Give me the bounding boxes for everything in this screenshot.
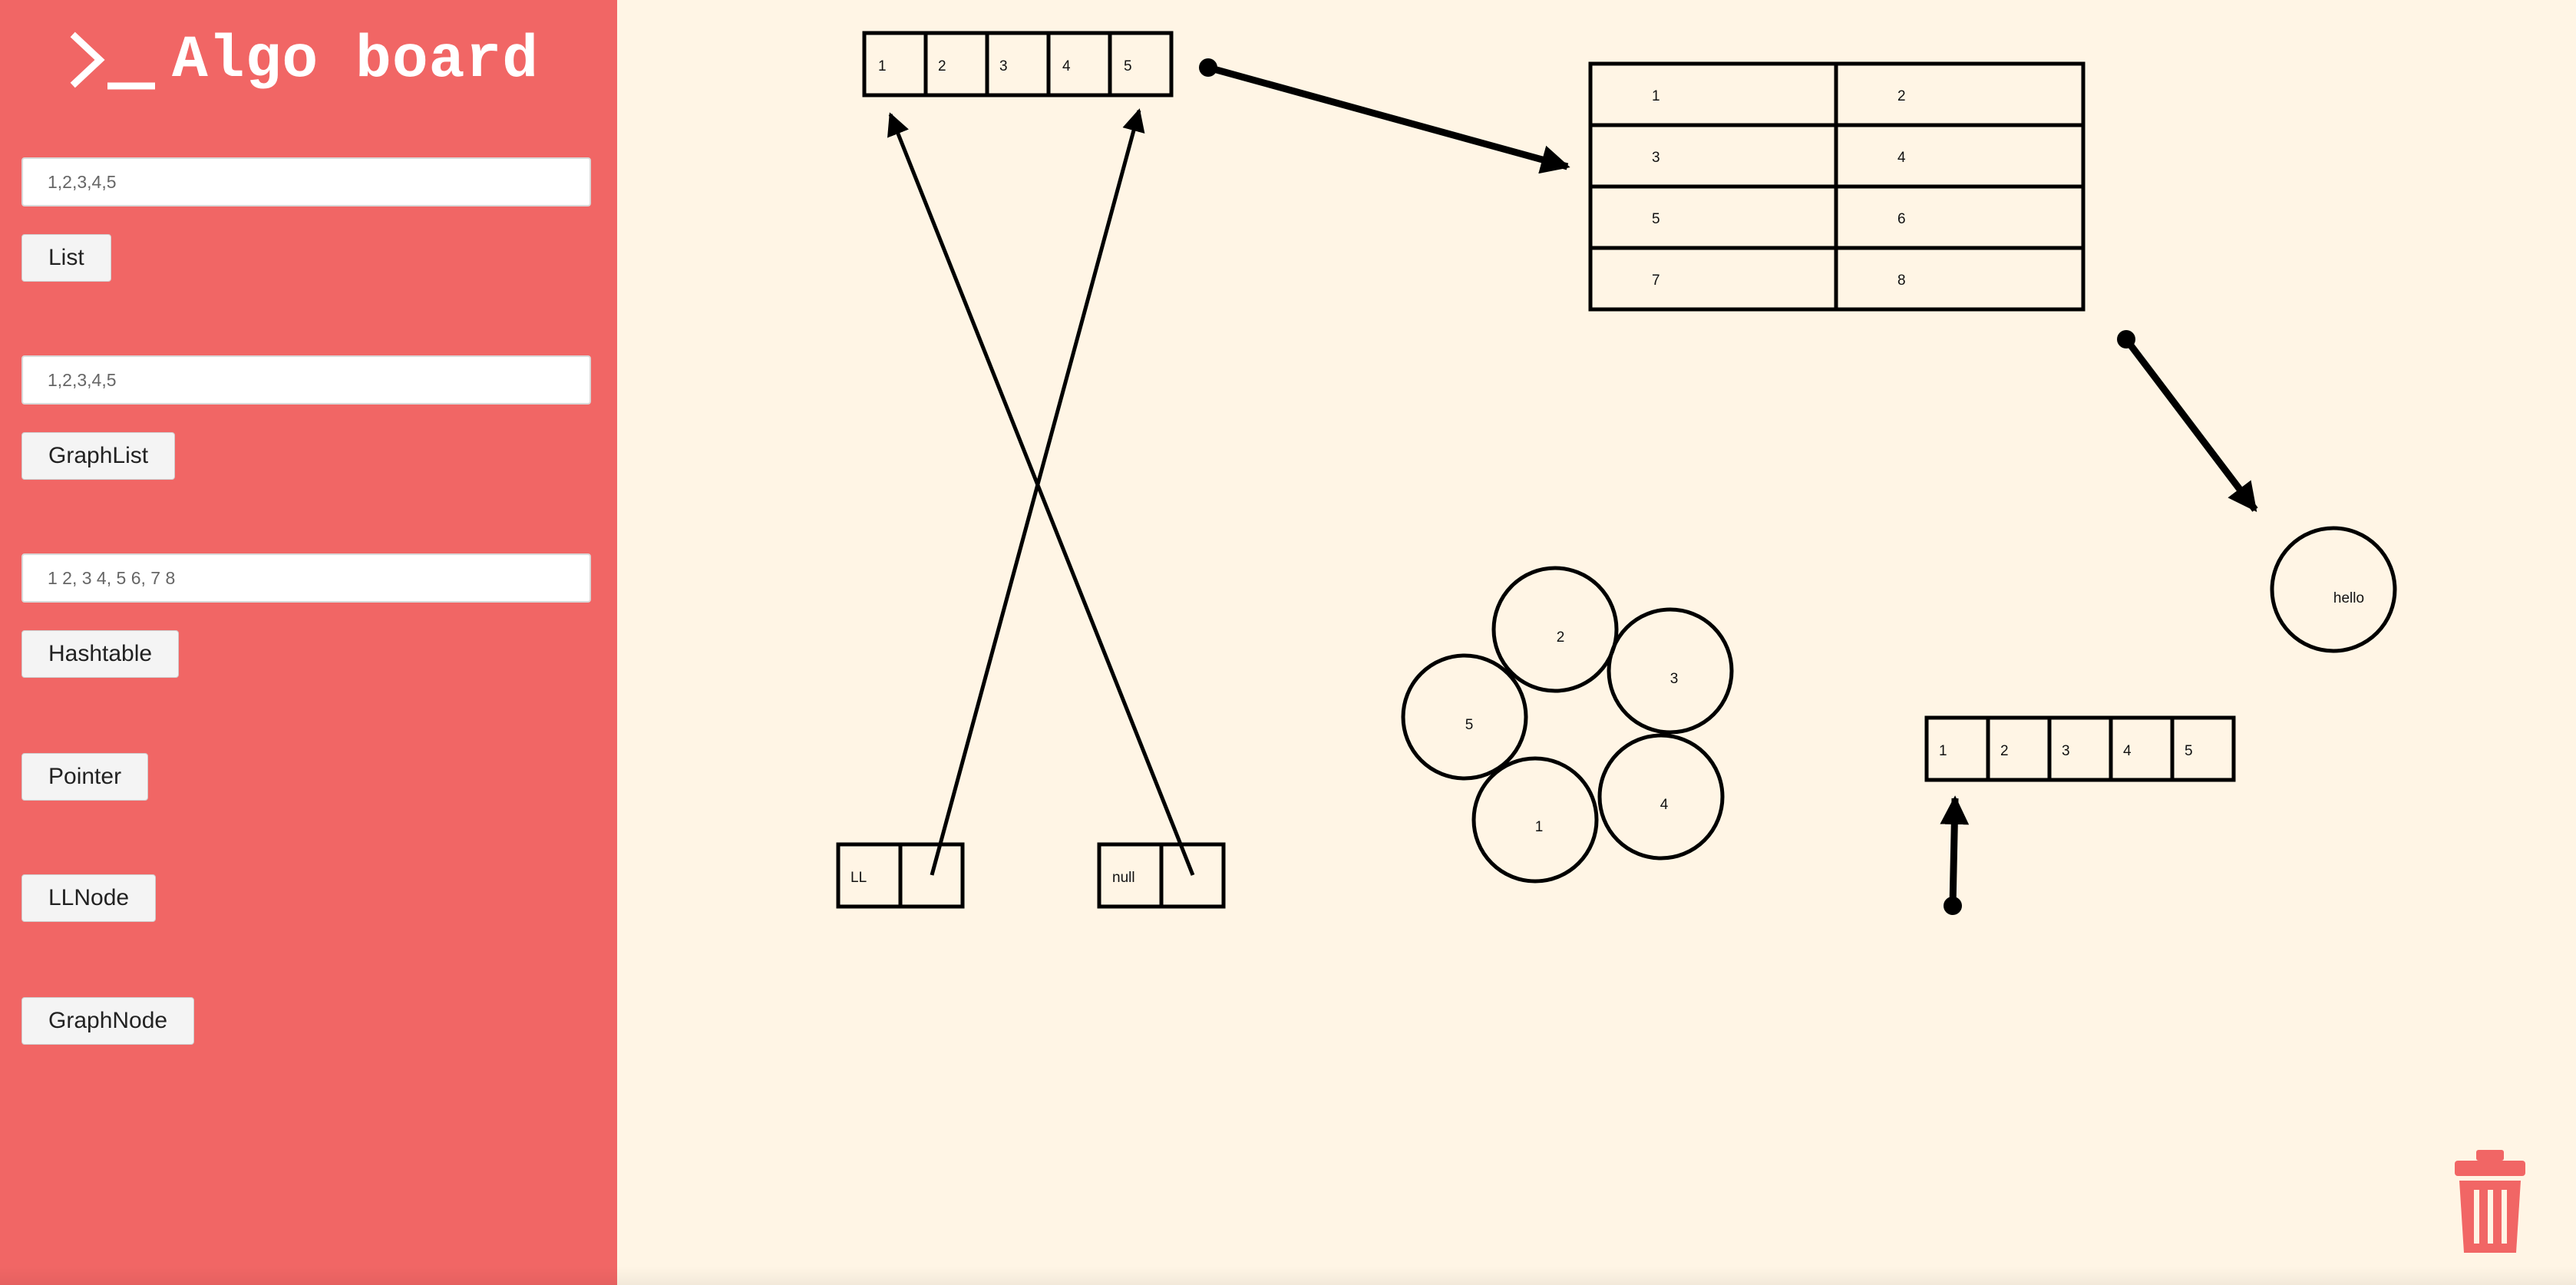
list-bottom-cell: 1 (1939, 743, 1947, 759)
list-bottom-cell: 5 (2185, 743, 2193, 759)
ll-node[interactable]: null (1097, 842, 1226, 909)
hashtable-key: 3 (1652, 150, 1660, 166)
graphlist-button[interactable]: GraphList (21, 432, 176, 480)
ll-node-value: null (1112, 870, 1135, 886)
graph-node[interactable]: 5 (1401, 653, 1528, 781)
hashtable[interactable]: 1 2 3 4 5 6 7 8 (1588, 61, 2086, 312)
list-input[interactable] (21, 157, 591, 206)
graph-node[interactable]: 1 (1471, 756, 1599, 884)
list-bottom-cell: 2 (2000, 743, 2009, 759)
list-bottom-cell: 4 (2123, 743, 2132, 759)
terminal-prompt-icon (70, 31, 155, 90)
hashtable-value: 8 (1897, 273, 1906, 289)
board-drawing[interactable]: 1 2 3 4 5 1 2 3 4 5 6 7 8 (617, 0, 2576, 1285)
list-top-cell: 5 (1124, 58, 1132, 74)
hashtable-value: 2 (1897, 88, 1906, 104)
hashtable-key: 1 (1652, 88, 1660, 104)
hashtable-value: 6 (1897, 211, 1906, 227)
graph-node-label: 2 (1557, 629, 1565, 646)
hashtable-key: 5 (1652, 211, 1660, 227)
graph-list[interactable]: 2 3 5 4 1 (1401, 566, 1734, 884)
ll-next-pointer[interactable] (930, 108, 1145, 876)
ll-next-pointer[interactable] (887, 112, 1195, 876)
hashtable-button[interactable]: Hashtable (21, 630, 180, 678)
graph-node-label: 1 (1535, 819, 1544, 835)
graphnode-button[interactable]: GraphNode (21, 997, 195, 1045)
list-button[interactable]: List (21, 234, 111, 282)
pointer-arrow[interactable] (1940, 795, 1970, 915)
pointer-arrow[interactable] (2117, 330, 2258, 513)
app-title: Algo board (172, 27, 540, 94)
list-top-cell: 2 (938, 58, 946, 74)
graph-node[interactable]: 2 (1491, 566, 1619, 693)
list-top-cell: 1 (878, 58, 887, 74)
list-top-cell: 4 (1062, 58, 1071, 74)
graph-node-label: 4 (1660, 797, 1669, 813)
graph-node-label: 5 (1465, 717, 1474, 733)
app-logo: Algo board (69, 26, 539, 95)
list-top-cell: 3 (999, 58, 1008, 74)
graph-node-label: hello (2333, 590, 2364, 606)
trash-icon[interactable] (2453, 1148, 2527, 1256)
hashtable-input[interactable] (21, 553, 591, 603)
graph-node[interactable]: 4 (1597, 733, 1725, 861)
graphlist-input[interactable] (21, 355, 591, 405)
hashtable-key: 7 (1652, 273, 1660, 289)
ll-node-value: LL (850, 870, 867, 886)
pointer-arrow[interactable] (1199, 58, 1570, 174)
llnode-button[interactable]: LLNode (21, 874, 157, 922)
canvas-board[interactable]: 1 2 3 4 5 1 2 3 4 5 6 7 8 (617, 0, 2576, 1285)
ll-node[interactable]: LL (836, 842, 965, 909)
sidebar: Algo board List GraphList Hashtable Poin… (0, 0, 617, 1285)
graph-node[interactable]: 3 (1607, 607, 1734, 735)
graph-node-label: 3 (1670, 671, 1679, 687)
hashtable-value: 4 (1897, 150, 1906, 166)
pointer-button[interactable]: Pointer (21, 753, 149, 801)
array-list-bottom[interactable]: 1 2 3 4 5 (1924, 715, 2236, 782)
list-bottom-cell: 3 (2062, 743, 2070, 759)
array-list-top[interactable]: 1 2 3 4 5 (862, 31, 1174, 97)
graph-node-hello[interactable]: hello (2270, 526, 2397, 653)
